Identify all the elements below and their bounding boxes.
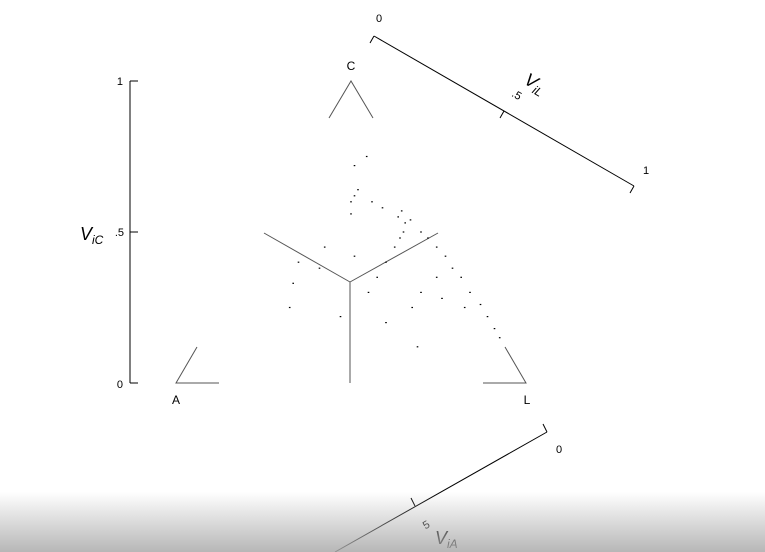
- scatter-point: [479, 303, 482, 306]
- axis-vil-tick-label-1: 1: [643, 165, 649, 177]
- scatter-point: [402, 231, 405, 233]
- scatter-point: [409, 219, 412, 221]
- scatter-point: [297, 261, 300, 263]
- scatter-point: [376, 276, 378, 278]
- scatter-point: [420, 231, 422, 233]
- scatter-point: [416, 346, 419, 348]
- scatter-point: [385, 322, 387, 324]
- scatter-point: [441, 297, 443, 299]
- triangle-corners: [175, 80, 527, 384]
- center-lines: [263, 232, 439, 383]
- scatter-point: [486, 316, 489, 318]
- scatter-point: [381, 207, 384, 209]
- axis-via-tick-0: [542, 423, 548, 433]
- scatter-point: [463, 306, 466, 309]
- axis-vic: [129, 80, 138, 384]
- scatter-point: [400, 210, 403, 212]
- axis-vic-tick-label-half: .5: [115, 227, 124, 239]
- scatter-point: [469, 291, 471, 293]
- center-line-left: [263, 232, 351, 283]
- vertex-label-c: C: [347, 59, 356, 73]
- scatter-points: [288, 155, 501, 348]
- center-line-right: [349, 232, 439, 283]
- scatter-point: [399, 237, 401, 239]
- axis-via-title: ViA: [435, 528, 458, 551]
- scatter-point: [411, 306, 413, 309]
- scatter-point: [460, 276, 462, 278]
- axis-vic-title: ViC: [80, 224, 104, 247]
- scatter-point: [357, 189, 359, 191]
- scatter-point: [435, 246, 438, 248]
- scatter-point: [350, 213, 352, 215]
- corner-c: [328, 80, 374, 119]
- axis-vil-tick-1: [629, 185, 635, 194]
- scatter-point: [427, 237, 429, 239]
- scatter-point: [339, 316, 342, 318]
- scatter-point: [318, 267, 321, 269]
- axis-vil-tick-0: [369, 35, 375, 44]
- scatter-point: [371, 201, 373, 203]
- axis-vic-tick-label-1: 1: [117, 76, 123, 88]
- scatter-point: [393, 246, 396, 248]
- axis-vic-tick-label-0: 0: [117, 379, 123, 391]
- scatter-point: [365, 155, 368, 158]
- axis-vil-tick-label-0: 0: [376, 13, 382, 25]
- vertex-label-l: L: [524, 393, 531, 407]
- scatter-point: [385, 261, 387, 263]
- axis-vil-tick-label-half: .5: [510, 88, 524, 103]
- axis-vil-title: ViL: [520, 69, 550, 100]
- axis-vic-title-sub: iC: [92, 233, 104, 247]
- scatter-point: [367, 291, 370, 293]
- scatter-point: [420, 291, 422, 293]
- axis-via-tick-label-0: 0: [556, 444, 562, 456]
- scatter-point: [451, 267, 454, 269]
- axis-via-tick-label-half: 5: [421, 519, 432, 532]
- scatter-point: [353, 165, 356, 167]
- axis-vil: [369, 35, 635, 194]
- scatter-point: [350, 201, 352, 203]
- corner-l: [483, 346, 527, 384]
- scatter-point: [404, 222, 406, 224]
- axis-via-title-sub: iA: [447, 537, 458, 551]
- vertex-label-a: A: [172, 393, 180, 407]
- scatter-point: [323, 246, 326, 248]
- scatter-point: [493, 328, 496, 330]
- scatter-point: [397, 216, 399, 218]
- scatter-point: [288, 306, 291, 309]
- axis-vil-tick-half: [499, 110, 505, 119]
- axis-vic-title-main: V: [80, 224, 94, 244]
- scatter-point: [435, 276, 438, 278]
- scatter-point: [353, 195, 356, 197]
- axis-via-tick-half: [410, 497, 416, 507]
- scatter-point: [353, 255, 356, 257]
- scatter-point: [292, 282, 294, 284]
- scatter-point: [498, 337, 501, 339]
- corner-a: [175, 346, 219, 384]
- scatter-point: [444, 255, 447, 257]
